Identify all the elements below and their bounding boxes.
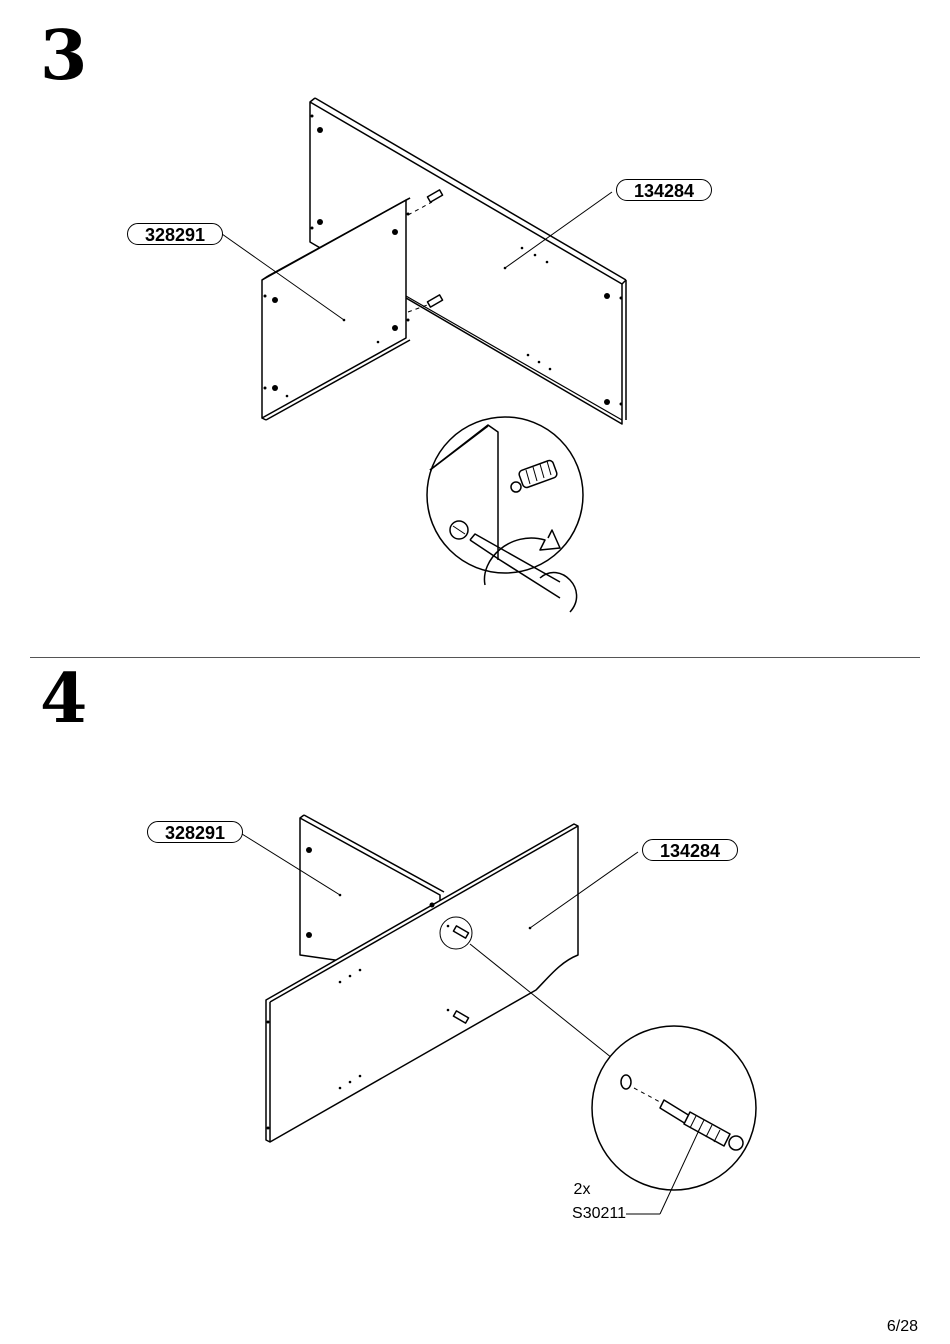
page-number: 6/28 — [887, 1318, 918, 1336]
step-number-3: 3 — [40, 22, 85, 90]
part-label-328291-step4: 328291 — [147, 821, 243, 843]
part-label-328291-step3: 328291 — [127, 223, 223, 245]
part-label-134284-step3: 134284 — [616, 179, 712, 201]
part-label-134284-step4: 134284 — [642, 839, 738, 861]
hardware-quantity: 2x — [560, 1181, 604, 1199]
detail-circle-step3 — [427, 417, 583, 612]
step-divider — [30, 657, 920, 658]
step-number-4: 4 — [40, 665, 85, 733]
detail-circle-step4 — [592, 1026, 756, 1214]
hardware-code: S30211 — [552, 1205, 626, 1223]
